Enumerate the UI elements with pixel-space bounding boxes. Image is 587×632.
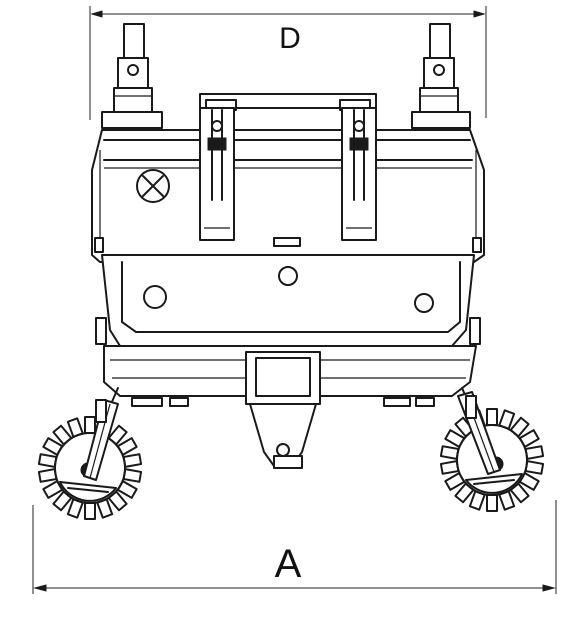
- center-tab: [273, 237, 301, 247]
- left-wheel-arm: [83, 399, 119, 481]
- gauge-symbol: [136, 169, 170, 203]
- dimension-a-label: A: [275, 542, 302, 586]
- hopper-plate: [199, 93, 377, 111]
- dimension-d-label: D: [279, 22, 301, 55]
- lower-housing: [95, 254, 481, 347]
- left-lifting-post: [101, 23, 163, 129]
- dimension-d: D: [89, 6, 487, 120]
- right-clamp: [341, 107, 377, 241]
- right-wheel-arm: [457, 391, 501, 475]
- right-lifting-post: [411, 23, 471, 129]
- center-hitch: [245, 351, 321, 469]
- dimension-a: A: [32, 500, 557, 594]
- upper-housing: [91, 129, 485, 263]
- left-clamp: [199, 107, 235, 241]
